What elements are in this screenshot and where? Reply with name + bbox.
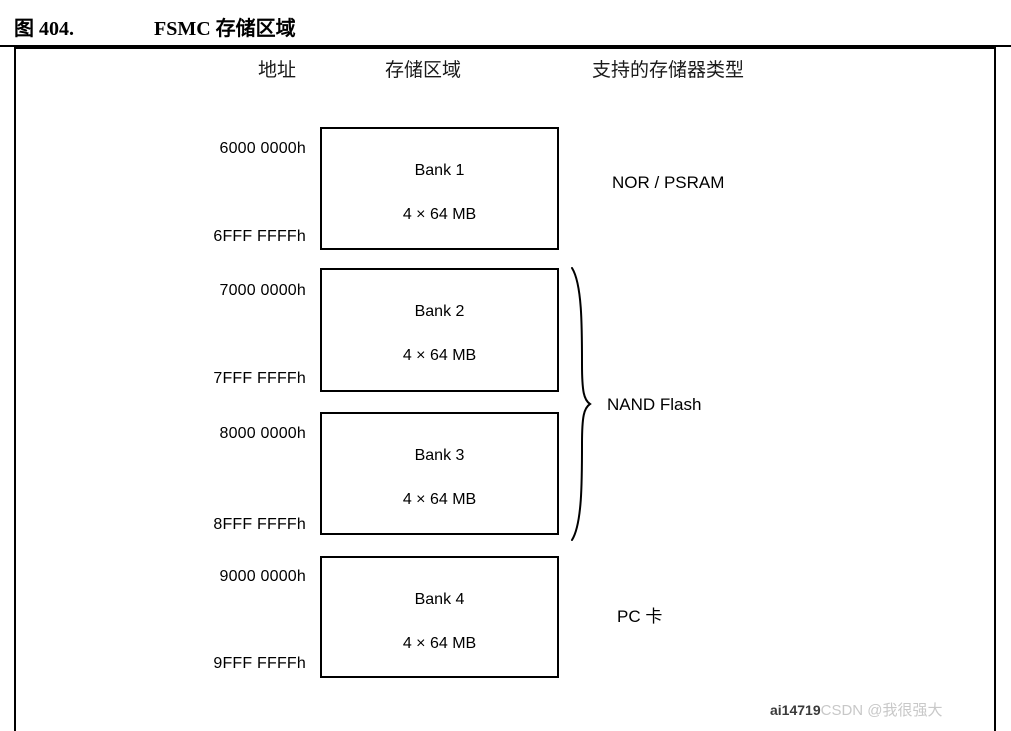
bank-4-size: 4 × 64 MB	[402, 635, 477, 652]
bank-box-4: Bank 4 4 × 64 MB	[320, 556, 559, 678]
column-header-memory-region: 存储区域	[385, 60, 462, 81]
title-divider	[0, 45, 1011, 47]
bank-box-1: Bank 1 4 × 64 MB	[320, 127, 559, 250]
figure-number: 图 404.	[14, 18, 74, 40]
bank-1-start-address: 6000 0000h	[219, 140, 306, 157]
bank-2-size: 4 × 64 MB	[402, 347, 477, 364]
memory-type-bank2-3-label: NAND Flash	[607, 395, 702, 414]
bank-1-end-address: 6FFF FFFFh	[213, 228, 306, 245]
bank-3-start-address: 8000 0000h	[219, 425, 306, 442]
watermark: ai14719CSDN @我很强大	[770, 700, 943, 721]
page-title: 图 404. FSMC 存储区域	[14, 16, 994, 42]
watermark-user-id: ai14719	[770, 702, 821, 718]
bank-4-start-address: 9000 0000h	[219, 568, 306, 585]
curly-brace-icon	[571, 267, 592, 541]
memory-type-bank4-label: PC 卡	[617, 607, 663, 626]
bank-3-end-address: 8FFF FFFFh	[213, 516, 306, 533]
figure-caption: FSMC 存储区域	[154, 18, 296, 40]
bank-4-name: Bank 4	[414, 591, 465, 608]
bank-2-start-address: 7000 0000h	[219, 282, 306, 299]
column-header-memory-type: 支持的存储器类型	[592, 60, 745, 81]
bank-box-3: Bank 3 4 × 64 MB	[320, 412, 559, 535]
column-header-address: 地址	[258, 60, 297, 81]
bank-4-end-address: 9FFF FFFFh	[213, 655, 306, 672]
bank-1-name: Bank 1	[414, 162, 465, 179]
bank-2-end-address: 7FFF FFFFh	[213, 370, 306, 387]
watermark-brand: CSDN @我很强大	[820, 702, 943, 719]
memory-type-bank1-label: NOR / PSRAM	[612, 173, 725, 192]
bank-2-name: Bank 2	[414, 303, 465, 320]
bank-1-size: 4 × 64 MB	[402, 206, 477, 223]
bank-3-name: Bank 3	[414, 447, 465, 464]
bank-box-2: Bank 2 4 × 64 MB	[320, 268, 559, 392]
bank-3-size: 4 × 64 MB	[402, 491, 477, 508]
